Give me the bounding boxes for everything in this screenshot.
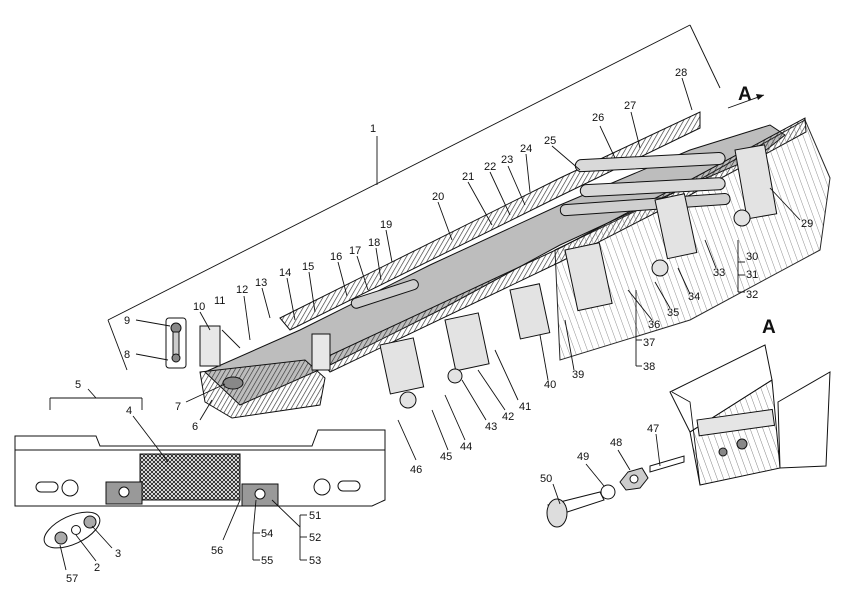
callout-8: 8 [124, 349, 130, 361]
callout-11: 11 [214, 295, 225, 307]
callout-55: 55 [261, 555, 273, 567]
callout-25: 25 [544, 135, 556, 147]
callout-39: 39 [572, 369, 584, 381]
callout-32: 32 [746, 289, 758, 301]
view-arrow: A A [727, 84, 776, 338]
callout-27: 27 [624, 100, 636, 112]
callout-26: 26 [592, 112, 604, 124]
callout-56: 56 [211, 545, 223, 557]
callout-19: 19 [380, 219, 392, 231]
tow-pin-exploded [546, 455, 685, 528]
callout-47: 47 [647, 423, 659, 435]
callout-28: 28 [675, 67, 687, 79]
callout-35: 35 [667, 307, 679, 319]
callout-38: 38 [643, 361, 655, 373]
washer-plate [43, 511, 101, 549]
callout-46: 46 [410, 464, 422, 476]
callout-6: 6 [192, 421, 198, 433]
callout-43: 43 [485, 421, 497, 433]
callout-9: 9 [124, 315, 130, 327]
callout-12: 12 [236, 284, 248, 296]
callout-30: 30 [746, 251, 758, 263]
callout-33: 33 [713, 267, 725, 279]
callout-24: 24 [520, 143, 532, 155]
callout-34: 34 [688, 291, 700, 303]
callout-3: 3 [115, 548, 121, 560]
callout-22: 22 [484, 161, 496, 173]
callout-14: 14 [279, 267, 291, 279]
callout-57: 57 [66, 573, 78, 585]
spring-brackets [379, 144, 778, 409]
callout-5: 5 [75, 379, 81, 391]
callout-44: 44 [460, 441, 472, 453]
callout-29: 29 [801, 218, 813, 230]
cross-members [350, 151, 731, 309]
callout-1: 1 [370, 123, 376, 135]
callout-17: 17 [349, 245, 361, 257]
bumper-grille [139, 453, 241, 501]
front-bumper [14, 429, 386, 507]
callout-45: 45 [440, 451, 452, 463]
callout-18: 18 [368, 237, 380, 249]
callout-numbers: 1 2 3 4 5 6 7 8 9 10 11 12 13 14 15 16 1… [66, 67, 813, 585]
callout-16: 16 [330, 251, 342, 263]
callout-49: 49 [577, 451, 589, 463]
callout-21: 21 [462, 171, 474, 183]
bolt-assembly [165, 317, 187, 369]
leader-lines [49, 24, 801, 571]
callout-53: 53 [309, 555, 321, 567]
callout-52: 52 [309, 532, 321, 544]
bumper-bracket-right [241, 483, 279, 507]
callout-20: 20 [432, 191, 444, 203]
callout-54: 54 [261, 528, 273, 540]
detail-view-label: A [762, 317, 776, 338]
callout-42: 42 [502, 411, 514, 423]
callout-41: 41 [519, 401, 531, 413]
callout-36: 36 [648, 319, 660, 331]
callout-15: 15 [302, 261, 314, 273]
callout-51: 51 [309, 510, 321, 522]
detail-view-a [669, 344, 831, 486]
callout-13: 13 [255, 277, 267, 289]
callout-31: 31 [746, 269, 758, 281]
callout-7: 7 [175, 401, 181, 413]
front-cross-member [199, 359, 326, 419]
callout-50: 50 [540, 473, 552, 485]
callout-48: 48 [610, 437, 622, 449]
callout-37: 37 [643, 337, 655, 349]
callout-40: 40 [544, 379, 556, 391]
view-arrow-label: A [738, 84, 752, 105]
tow-hooks [199, 325, 331, 390]
callout-4: 4 [126, 405, 132, 417]
callout-23: 23 [501, 154, 513, 166]
callout-10: 10 [193, 301, 205, 313]
bumper-bracket-left [105, 481, 143, 505]
callout-2: 2 [94, 562, 100, 574]
